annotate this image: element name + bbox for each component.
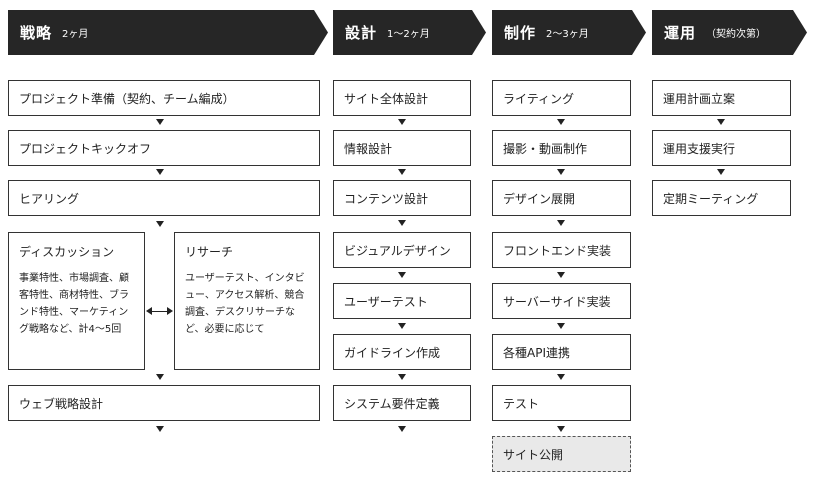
phase-strategy: 戦略 2ヶ月 [8, 10, 328, 55]
step-label: システム要件定義 [344, 396, 440, 411]
step-project-prep: プロジェクト準備（契約、チーム編成） [8, 80, 320, 116]
arrow-head-left-icon [146, 307, 152, 315]
down-arrow-icon [557, 220, 565, 226]
phase-name: 設計 [345, 24, 378, 42]
step-kickoff: プロジェクトキックオフ [8, 130, 320, 166]
down-arrow-icon [398, 169, 406, 175]
step-hearing: ヒアリング [8, 180, 320, 216]
phase-name: 運用 [664, 24, 697, 42]
step-writing: ライティング [492, 80, 631, 116]
step-test: テスト [492, 385, 631, 421]
step-label: サイト全体設計 [344, 91, 429, 106]
step-frontend: フロントエンド実装 [492, 232, 631, 268]
discussion-title: ディスカッション [19, 245, 115, 259]
step-guideline: ガイドライン作成 [333, 334, 471, 370]
down-arrow-icon [156, 374, 164, 380]
research-title: リサーチ [185, 245, 234, 259]
step-label: ガイドライン作成 [344, 345, 441, 360]
step-user-test: ユーザーテスト [333, 283, 471, 319]
step-regular-meeting: 定期ミーティング [652, 180, 791, 216]
step-design-expansion: デザイン展開 [492, 180, 631, 216]
step-ops-plan: 運用計画立案 [652, 80, 791, 116]
down-arrow-icon [398, 323, 406, 329]
double-arrow-icon [151, 311, 168, 312]
step-label: ライティング [503, 91, 575, 106]
phase-duration: 2ヶ月 [62, 29, 89, 40]
research-desc: ユーザーテスト、インタビュー、アクセス解析、競合調査、デスクリサーチなど、必要に… [185, 273, 305, 335]
step-label: ビジュアルデザイン [344, 243, 451, 258]
step-visual-design: ビジュアルデザイン [333, 232, 471, 268]
phase-name: 制作 [504, 24, 537, 42]
step-label: 運用計画立案 [663, 91, 736, 106]
research-box: リサーチ ユーザーテスト、インタビュー、アクセス解析、競合調査、デスクリサーチな… [174, 232, 320, 370]
step-label: プロジェクト準備（契約、チーム編成） [19, 91, 235, 106]
down-arrow-icon [398, 119, 406, 125]
down-arrow-icon [156, 426, 164, 432]
step-content-design: コンテンツ設計 [333, 180, 471, 216]
step-api: 各種API連携 [492, 334, 631, 370]
step-label: テスト [503, 396, 540, 411]
down-arrow-icon [557, 119, 565, 125]
phase-duration: 2〜3ヶ月 [546, 29, 589, 40]
step-info-design: 情報設計 [333, 130, 471, 166]
phase-operation: 運用 （契約次第） [652, 10, 807, 55]
step-label: フロントエンド実装 [503, 243, 612, 258]
down-arrow-icon [557, 272, 565, 278]
down-arrow-icon [398, 272, 406, 278]
step-photo-video: 撮影・動画制作 [492, 130, 631, 166]
arrow-head-right-icon [167, 307, 173, 315]
step-system-requirements: システム要件定義 [333, 385, 471, 421]
step-label: ウェブ戦略設計 [19, 396, 104, 411]
down-arrow-icon [398, 426, 406, 432]
step-label: 運用支援実行 [663, 141, 736, 156]
step-label: 定期ミーティング [663, 191, 759, 206]
down-arrow-icon [398, 220, 406, 226]
step-label: ヒアリング [19, 191, 80, 206]
discussion-desc: 事業特性、市場調査、顧客特性、商材特性、ブランド特性、マーケティング戦略など、計… [19, 273, 129, 335]
down-arrow-icon [398, 374, 406, 380]
phase-duration: （契約次第） [706, 29, 767, 40]
down-arrow-icon [557, 323, 565, 329]
down-arrow-icon [156, 169, 164, 175]
step-serverside: サーバーサイド実装 [492, 283, 631, 319]
down-arrow-icon [717, 169, 725, 175]
step-label: ユーザーテスト [344, 294, 428, 309]
discussion-box: ディスカッション 事業特性、市場調査、顧客特性、商材特性、ブランド特性、マーケテ… [8, 232, 145, 370]
down-arrow-icon [557, 374, 565, 380]
step-web-strategy: ウェブ戦略設計 [8, 385, 320, 421]
step-label: 情報設計 [344, 141, 393, 156]
step-label: デザイン展開 [503, 191, 576, 206]
down-arrow-icon [717, 119, 725, 125]
down-arrow-icon [557, 169, 565, 175]
step-label: 各種API連携 [503, 345, 570, 360]
step-label: コンテンツ設計 [344, 191, 429, 206]
down-arrow-icon [557, 426, 565, 432]
phase-design: 設計 1〜2ヶ月 [333, 10, 486, 55]
step-label: 撮影・動画制作 [503, 141, 588, 156]
step-label: サイト公開 [503, 447, 564, 462]
step-site-launch: サイト公開 [492, 436, 631, 472]
phase-name: 戦略 [20, 24, 53, 42]
step-ops-support: 運用支援実行 [652, 130, 791, 166]
step-label: サーバーサイド実装 [503, 294, 611, 309]
step-site-design: サイト全体設計 [333, 80, 471, 116]
down-arrow-icon [156, 119, 164, 125]
down-arrow-icon [156, 221, 164, 227]
phase-production: 制作 2〜3ヶ月 [492, 10, 646, 55]
phase-duration: 1〜2ヶ月 [387, 29, 430, 40]
step-label: プロジェクトキックオフ [19, 141, 152, 156]
